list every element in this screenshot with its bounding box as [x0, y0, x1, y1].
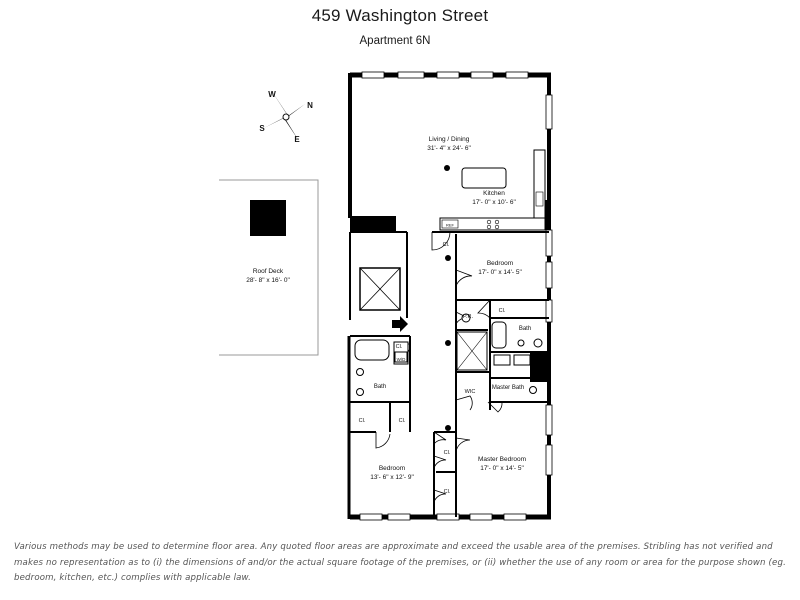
master-bath-label: Master Bath	[492, 385, 524, 391]
columns	[444, 165, 451, 431]
closet-label: Cl.	[444, 489, 451, 495]
wic-label: WIC	[465, 389, 476, 395]
bedroom-2-name: Bedroom	[379, 465, 405, 472]
washer-dryer-label: W/D	[397, 357, 406, 362]
living-dining-dims: 31'- 4" x 24'- 6"	[427, 145, 471, 152]
room-labels: Living / Dining 31'- 4" x 24'- 6" Kitche…	[359, 136, 532, 495]
closet-label: Cl.	[396, 344, 403, 350]
kitchen-name: Kitchen	[483, 190, 505, 197]
bath-label: Bath	[519, 326, 531, 332]
refrigerator-label: REF	[446, 223, 455, 228]
disclaimer-text: Various methods may be used to determine…	[14, 542, 786, 583]
entry-arrow-icon	[392, 316, 408, 332]
doors	[375, 231, 503, 503]
windows	[359, 71, 553, 521]
column-block	[530, 352, 549, 382]
bedroom-1-dims: 17'- 0" x 14'- 5"	[478, 269, 522, 276]
roof-deck-name: Roof Deck	[253, 268, 284, 275]
roof-deck: Roof Deck 28'- 8" x 16'- 0"	[219, 179, 319, 356]
kitchen-dims: 17'- 0" x 10'- 6"	[472, 199, 516, 206]
compass-n-label: N	[307, 101, 313, 110]
bath-2-label: Bath	[374, 384, 386, 390]
roof-deck-dims: 28'- 8" x 16'- 0"	[246, 277, 290, 284]
wall-block	[544, 200, 550, 230]
closet-label: Cl.	[359, 418, 366, 424]
compass-icon: W N S E	[259, 90, 313, 144]
closet-label: Cl.	[399, 418, 406, 424]
compass-s-label: S	[259, 124, 265, 133]
compass-w-label: W	[268, 90, 276, 99]
closet-label: Cl.	[499, 308, 506, 314]
bedroom-2-dims: 13'- 6" x 12'- 9"	[370, 474, 414, 481]
interior-walls	[349, 231, 549, 517]
closet-label: Cl.	[443, 242, 450, 248]
property-address: 459 Washington Street	[311, 6, 489, 25]
roof-structure	[250, 200, 286, 236]
master-bedroom-name: Master Bedroom	[478, 456, 526, 463]
master-bedroom-dims: 17'- 0" x 14'- 5"	[480, 465, 524, 472]
bath-fixtures	[354, 313, 543, 396]
living-dining-name: Living / Dining	[429, 136, 470, 143]
elevator-shaft	[359, 267, 401, 311]
bedroom-1-name: Bedroom	[487, 260, 513, 267]
compass-e-label: E	[294, 135, 300, 144]
closet-label: Cl.	[444, 450, 451, 456]
chimney-block	[350, 216, 396, 232]
powder-room-label: P.R.	[463, 314, 473, 320]
apartment-unit: Apartment 6N	[359, 35, 431, 47]
kitchen-fixtures: REF	[439, 149, 546, 231]
